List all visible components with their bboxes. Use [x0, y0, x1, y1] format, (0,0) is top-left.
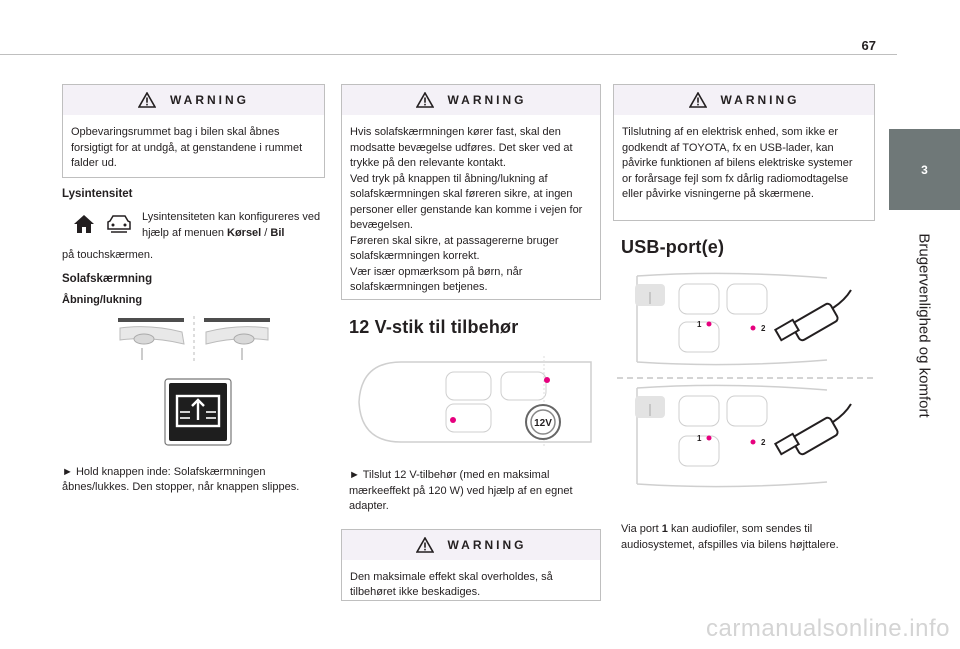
port-label-2-lower: 2 — [761, 438, 766, 447]
warning-triangle-icon — [138, 92, 156, 108]
warning-triangle-icon — [688, 92, 707, 108]
page-number: 67 — [861, 38, 876, 53]
column-3: WARNING Tilslutning af en elektrisk enhe… — [613, 84, 875, 553]
aabning-heading: Åbning/lukning — [62, 293, 143, 306]
warning-text: Den maksimale effekt skal overholdes, så… — [350, 570, 553, 599]
warning-header: WARNING — [63, 85, 324, 115]
warning-box-2: WARNING Den maksimale effekt skal overho… — [341, 528, 601, 601]
chapter-title: Brugervenlighed og komfort — [889, 210, 960, 440]
lysintensitet-heading: Lysintensitet — [62, 188, 133, 200]
warning-box: WARNING Opbevaringsrummet bag i bilen sk… — [62, 84, 325, 178]
chapter-tab[interactable]: 3 — [889, 129, 960, 210]
home-icon — [74, 215, 94, 233]
warning-header: WARNING — [614, 85, 874, 115]
warning-label: WARNING — [447, 93, 527, 107]
lysintensitet-text-2: på touchskærmen. — [62, 249, 154, 261]
via-text-1: Via port — [621, 523, 662, 535]
column-1: WARNING Opbevaringsrummet bag i bilen sk… — [62, 84, 325, 496]
header-rule — [0, 54, 897, 55]
solafskaermning-heading: Solafskærmning — [62, 272, 153, 285]
via-port-paragraph: Via port 1 kan audiofiler, som sendes ti… — [621, 522, 875, 553]
port-label-1-lower: 1 — [697, 434, 702, 443]
chapter-title-text: Brugervenlighed og komfort — [916, 232, 933, 418]
warning-triangle-icon — [415, 536, 434, 553]
section-title-12v: 12 V-stik til tilbehør — [349, 317, 519, 337]
warning-box: WARNING Hvis solafskærmningen kører fast… — [341, 84, 601, 300]
socket-label: 12V — [534, 418, 552, 429]
warning-label: WARNING — [447, 537, 527, 552]
12v-socket-illustration: 12V — [358, 356, 592, 448]
watermark: carmanualsonline.info — [706, 615, 950, 642]
warning-header: WARNING — [342, 529, 600, 560]
warning-label: WARNING — [170, 93, 249, 107]
menu-slash: / — [261, 226, 271, 239]
usb-plug-icon — [773, 289, 852, 342]
car-settings-icon — [107, 215, 131, 233]
lysintensitet-text-1: Lysintensiteten kan konfigureres ved hjæ… — [142, 211, 321, 239]
warning-text: Tilslutning af en elektrisk enhed, som i… — [622, 126, 853, 200]
via-port-number: 1 — [661, 523, 668, 535]
port-label-2: 2 — [761, 324, 766, 333]
warning-triangle-icon — [415, 92, 434, 108]
lysintensitet-paragraph: Lysintensiteten kan konfigureres ved hjæ… — [62, 210, 325, 250]
usb-plug-icon — [773, 403, 852, 456]
hold-instruction: ► Hold knappen inde: Solafskærmningen åb… — [62, 465, 300, 494]
via-text-2: kan audiofiler, som sendes til audiosyst… — [621, 523, 839, 551]
warning-text: Opbevaringsrummet bag i bilen skal åbnes… — [71, 126, 303, 169]
warning-text: Hvis solafskærmningen kører fast, skal d… — [350, 126, 583, 293]
menu-korsel: Kørsel — [227, 226, 262, 239]
menu-bil: Bil — [270, 226, 285, 239]
sunshade-button-icon[interactable] — [164, 377, 232, 446]
port-label-1: 1 — [697, 320, 702, 329]
usb-ports-illustration: 1 2 1 2 — [617, 272, 873, 488]
sunshade-illustration — [118, 315, 270, 364]
section-title-usb: USB-port(e) — [621, 237, 725, 257]
column-2: WARNING Hvis solafskærmningen kører fast… — [341, 84, 601, 601]
warning-label: WARNING — [720, 93, 800, 107]
warning-box: WARNING Tilslutning af en elektrisk enhe… — [613, 84, 875, 221]
connect-instruction: ► Tilslut 12 V-tilbehør (med en maksimal… — [349, 469, 573, 512]
warning-header: WARNING — [342, 85, 600, 115]
